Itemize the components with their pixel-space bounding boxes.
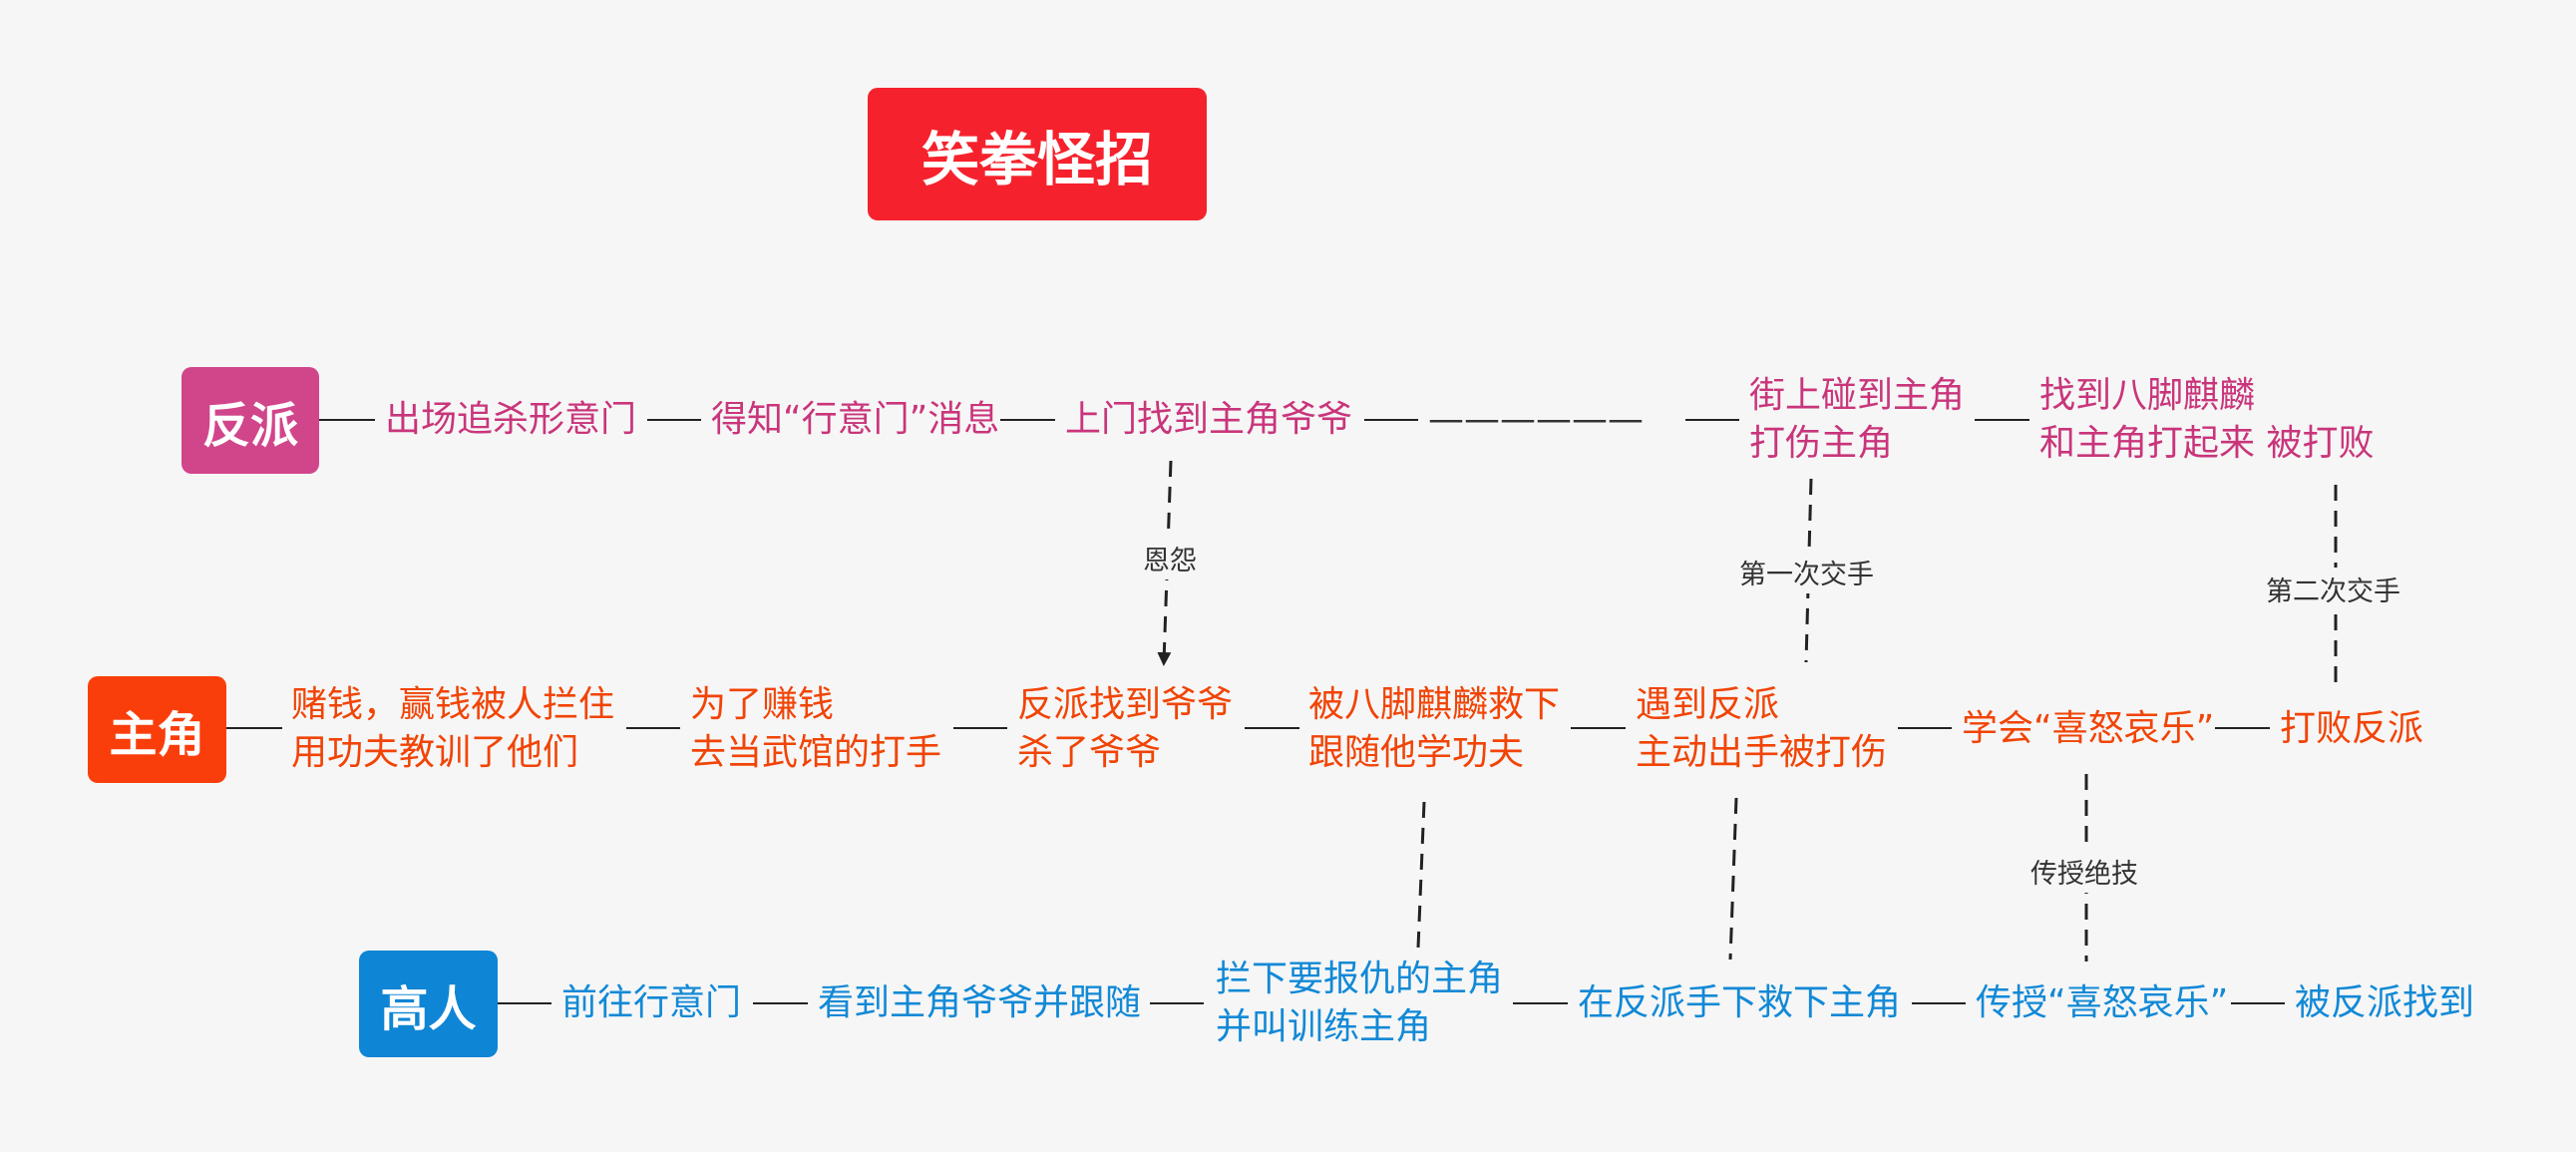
master-node: 传授“喜怒哀乐” — [1976, 982, 2229, 1023]
villain-node: —————— — [1428, 399, 1644, 440]
villain-node: 得知“行意门”消息 — [711, 399, 1000, 440]
relation-line-rescue — [1728, 797, 1738, 960]
relation-label-first-fight: 第一次交手 — [1735, 551, 1878, 593]
relation-line-rescue-train — [1416, 801, 1426, 949]
lane-label-villain: 反派 — [182, 367, 319, 474]
master-node: 在反派手下救下主角 — [1578, 982, 1902, 1023]
villain-node: 出场追杀形意门 — [385, 399, 637, 440]
protagonist-node: 为了赚钱去当武馆的打手 — [690, 684, 942, 773]
master-node: 看到主角爷爷并跟随 — [818, 982, 1142, 1023]
villain-node: 找到八脚麒麟和主角打起来 被打败 — [2039, 375, 2375, 464]
protagonist-node: 打败反派 — [2280, 708, 2424, 749]
protagonist-node: 反派找到爷爷杀了爷爷 — [1017, 684, 1234, 773]
relation-label-teach: 传授绝技 — [2026, 850, 2142, 893]
relation-label-enyuan: 恩怨 — [1139, 537, 1201, 579]
lane-label-master: 高人 — [359, 951, 498, 1057]
master-node: 前往行意门 — [561, 982, 742, 1023]
villain-node: 街上碰到主角打伤主角 — [1749, 375, 1966, 464]
diagram-title: 笑拳怪招 — [868, 88, 1207, 220]
protagonist-node: 赌钱，赢钱被人拦住用功夫教训了他们 — [291, 684, 615, 773]
villain-node: 上门找到主角爷爷 — [1065, 399, 1353, 440]
protagonist-node: 遇到反派主动出手被打伤 — [1636, 684, 1888, 773]
protagonist-node: 被八脚麒麟救下跟随他学功夫 — [1308, 684, 1561, 773]
master-node: 拦下要报仇的主角并叫训练主角 — [1216, 959, 1504, 1047]
relation-label-second-fight: 第二次交手 — [2262, 568, 2404, 610]
master-node: 被反派找到 — [2295, 982, 2475, 1023]
lane-label-protagonist: 主角 — [88, 676, 226, 783]
protagonist-node: 学会“喜怒哀乐” — [1962, 708, 2215, 749]
relation-line-enyuan — [1157, 460, 1173, 666]
